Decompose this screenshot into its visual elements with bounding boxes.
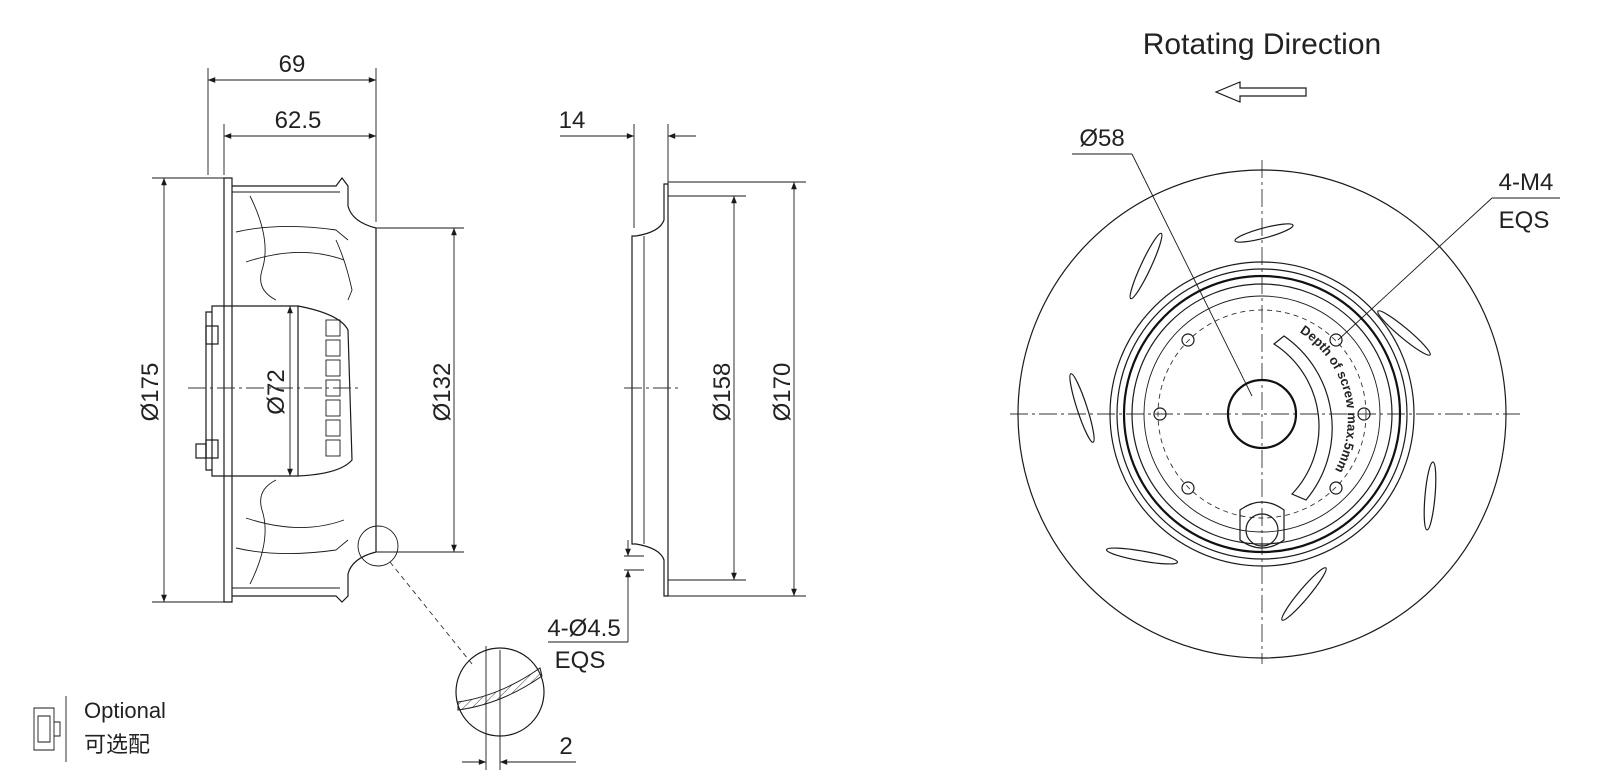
front-view: Rotating Direction <box>1010 28 1560 664</box>
dim-screw-spec: 4-M4 <box>1499 169 1554 196</box>
dim-mount-holes: 4-Ø4.5 <box>547 615 620 642</box>
legend-optional-en: Optional <box>84 698 166 723</box>
motor-slots <box>325 319 341 457</box>
dim-ring-outer-diameter: Ø170 <box>769 363 796 422</box>
screw-holes <box>1153 333 1371 495</box>
dim-overall-length: 69 <box>279 51 306 78</box>
dim-motor-diameter: Ø72 <box>263 369 290 414</box>
dim-housing-length: 62.5 <box>275 107 322 134</box>
side-view: 69 62.5 Ø175 <box>137 51 473 665</box>
legend: Optional 可选配 <box>33 696 166 762</box>
legend-optional-cn: 可选配 <box>84 732 150 757</box>
rotation-arrow-icon <box>1214 81 1307 103</box>
dim-inlet-diameter: Ø132 <box>429 363 456 422</box>
rotating-direction-title: Rotating Direction <box>1143 28 1381 61</box>
detail-view: 2 <box>455 646 576 770</box>
dim-ring-inner-diameter: Ø158 <box>709 363 736 422</box>
dim-impeller-diameter: Ø175 <box>137 363 164 422</box>
dim-hub-diameter: Ø58 <box>1079 125 1124 152</box>
dim-mount-holes-note: EQS <box>555 647 606 674</box>
impeller-blades <box>1069 223 1437 621</box>
dim-screw-note: EQS <box>1499 207 1550 234</box>
inlet-ring-view: 14 Ø158 Ø170 4-Ø4.5 EQS <box>547 107 806 674</box>
optional-connector-icon <box>33 707 61 751</box>
dim-detail-thickness: 2 <box>559 733 572 760</box>
dim-ring-depth: 14 <box>559 107 586 134</box>
